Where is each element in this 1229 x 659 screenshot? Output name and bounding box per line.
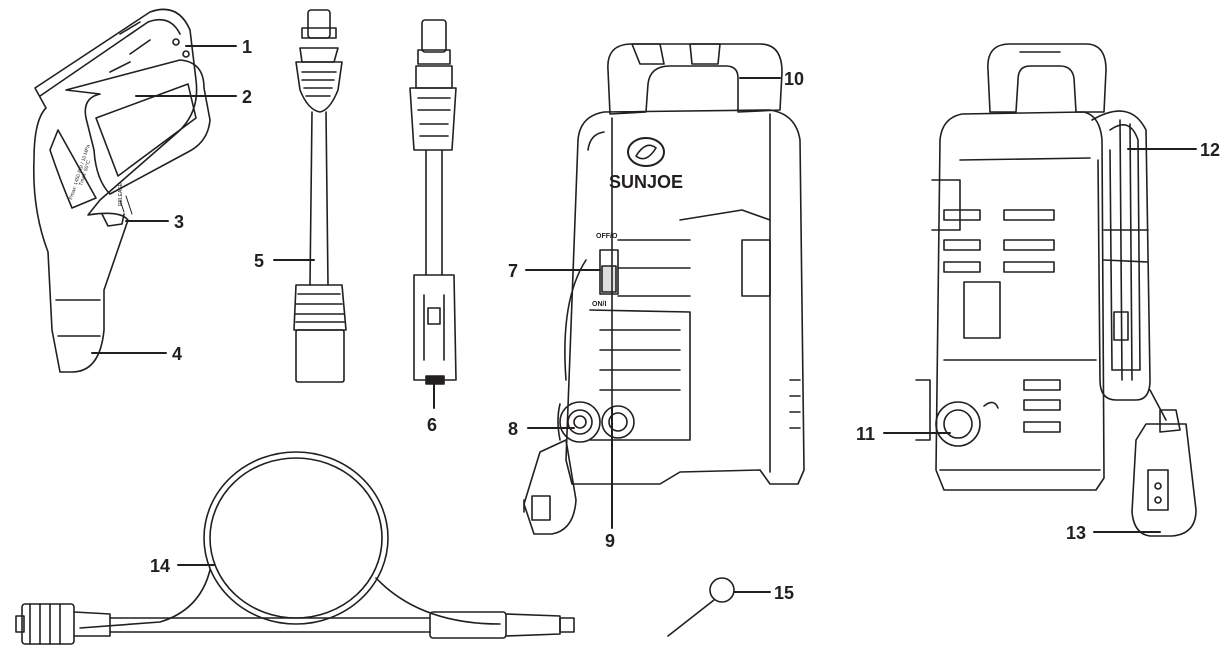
- brand-logo-text: SUNJOE: [609, 172, 683, 192]
- leader-lines: [91, 45, 1197, 593]
- pressure-washer-front: SUNJOE OFF/O ON/I: [523, 43, 805, 535]
- callout-6: 6: [427, 415, 438, 435]
- switch-on-label: ON/I: [592, 301, 606, 308]
- callout-11: 11: [856, 424, 876, 444]
- turbo-nozzle: [409, 19, 457, 385]
- callout-4: 4: [172, 344, 183, 364]
- callout-9: 9: [605, 531, 616, 551]
- callout-13: 13: [1066, 523, 1087, 543]
- callout-7: 7: [508, 261, 519, 281]
- callout-8: 8: [508, 419, 519, 439]
- pressure-washer-back: [915, 43, 1197, 537]
- callout-3: 3: [174, 212, 185, 232]
- nozzle-cleaning-tool: [667, 577, 735, 637]
- callout-1: 1: [242, 37, 253, 57]
- callout-2: 2: [242, 87, 253, 107]
- callout-12: 12: [1200, 140, 1221, 160]
- callout-5: 5: [254, 251, 265, 271]
- spray-gun: RELEASE Pmax: 1450 PSI / 10 MPa Tmax: 50…: [32, 8, 211, 373]
- spray-wand: [293, 9, 347, 383]
- high-pressure-hose: [15, 451, 575, 645]
- callout-15: 15: [774, 583, 795, 603]
- callout-10: 10: [784, 69, 805, 89]
- gun-release-label: RELEASE: [118, 182, 124, 206]
- callout-14: 14: [150, 556, 171, 576]
- switch-off-label: OFF/O: [596, 233, 618, 240]
